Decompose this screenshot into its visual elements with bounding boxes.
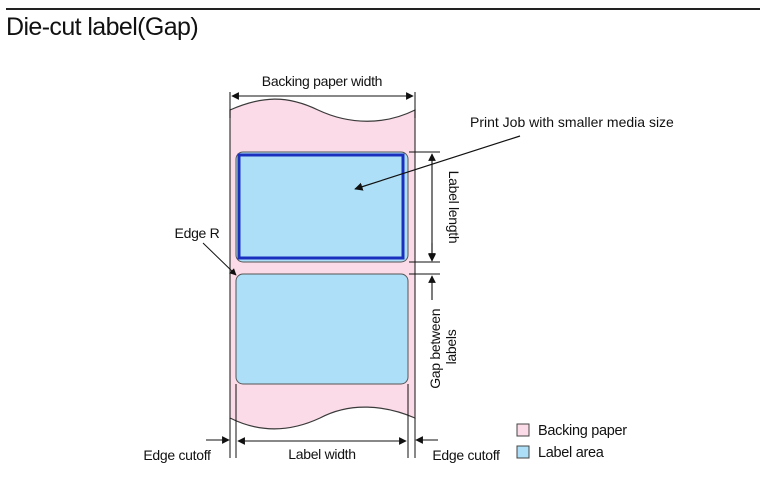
- label-width-label: Label width: [288, 446, 356, 462]
- legend-label-area-label: Label area: [538, 445, 605, 461]
- page-title: Die-cut label(Gap): [6, 13, 199, 41]
- print-job-annotation: Print Job with smaller media size: [470, 114, 674, 130]
- print-job-annotation-arrow: [354, 135, 521, 191]
- edge-r-leader: [202, 242, 237, 276]
- title-rule: [6, 8, 760, 10]
- label-length-label: Label length: [446, 171, 462, 244]
- legend-backing-paper-label: Backing paper: [538, 423, 627, 439]
- label-area-swatch: [516, 445, 530, 459]
- edge-cutoff-left-label: Edge cutoff: [143, 447, 211, 463]
- backing-paper-width-label: Backing paper width: [262, 73, 382, 89]
- edge-r-label: Edge R: [175, 225, 220, 241]
- print-job-highlight-outline: [237, 153, 405, 260]
- backing-paper-swatch: [516, 423, 530, 437]
- label-area-lower: [235, 273, 409, 385]
- label-area-upper: [235, 151, 409, 263]
- edge-cutoff-right-label: Edge cutoff: [432, 447, 500, 463]
- gap-between-labels-label: Gap between labels: [427, 305, 459, 389]
